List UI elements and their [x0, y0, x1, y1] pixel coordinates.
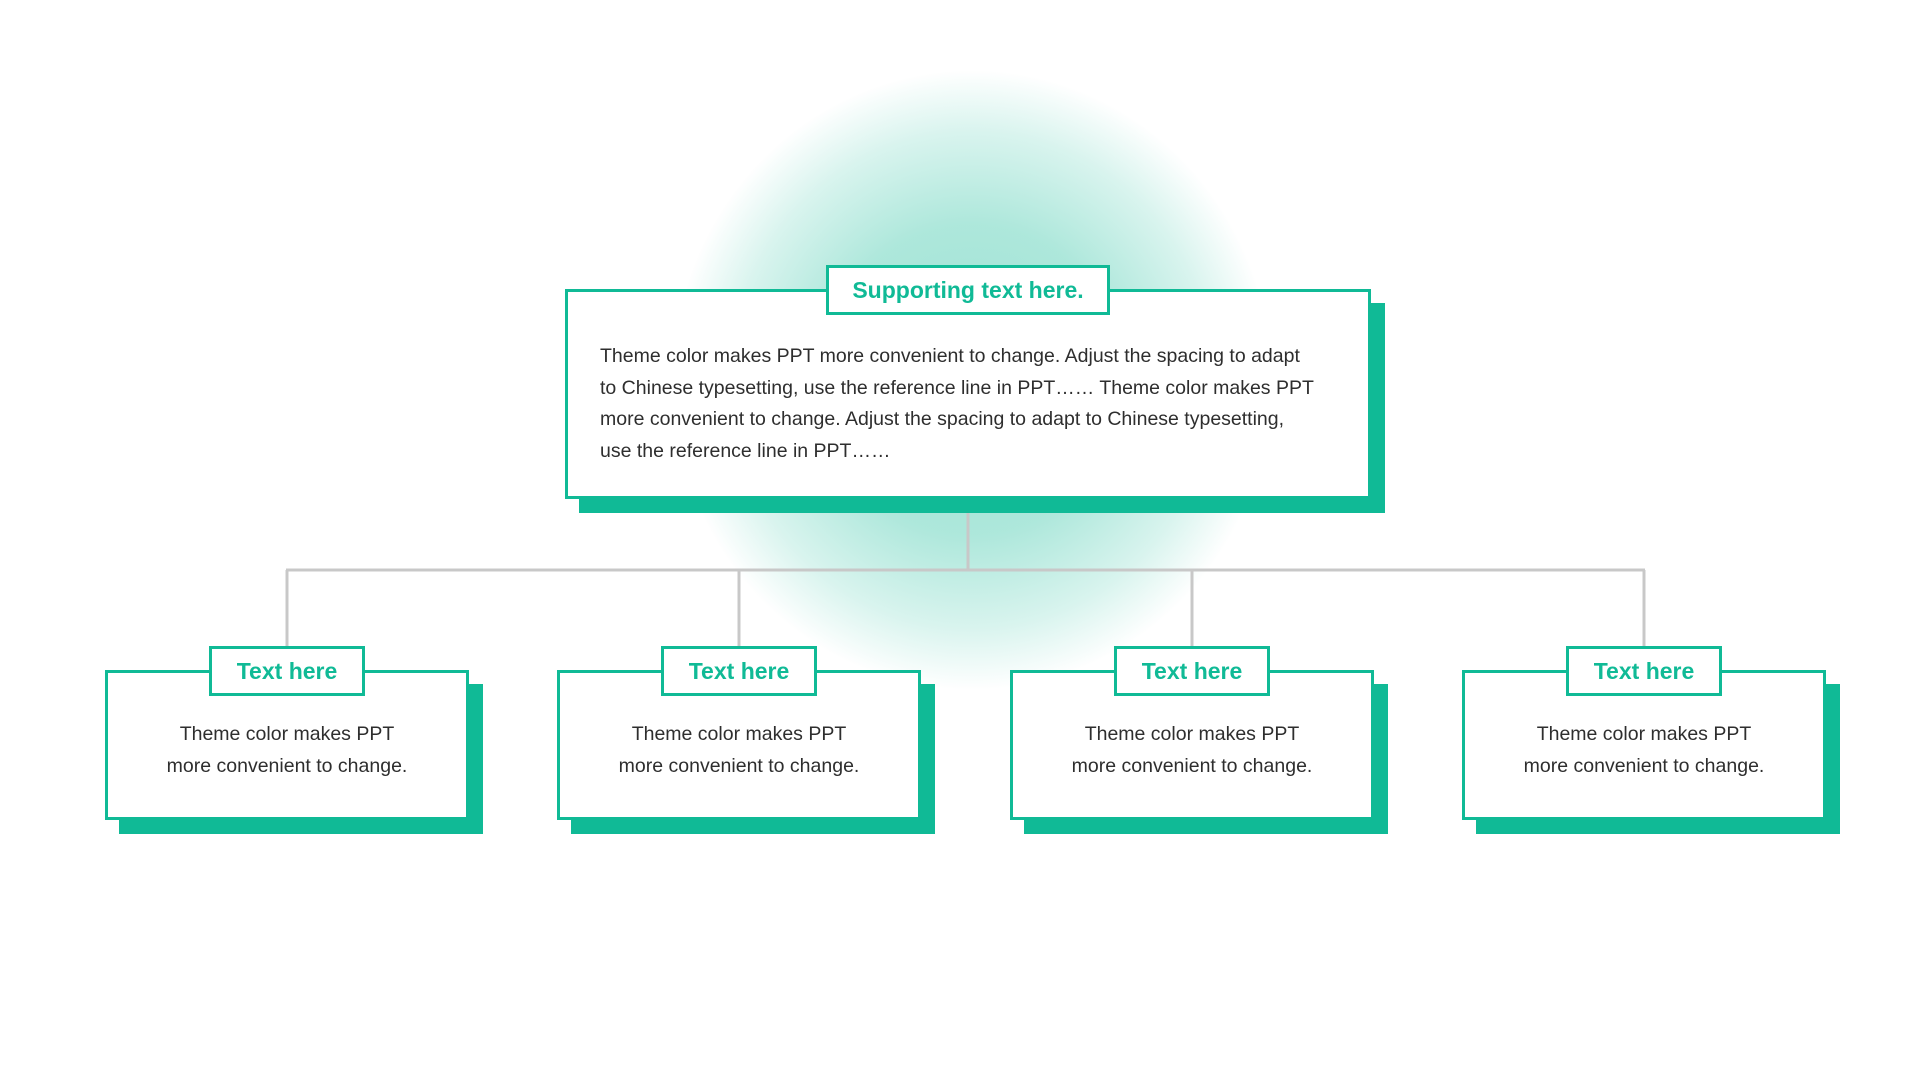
child-card-line-2: more convenient to change.	[1071, 755, 1313, 777]
child-card-title: Text here	[1566, 646, 1722, 696]
main-card-line-3: more convenient to change. Adjust the sp…	[600, 408, 1285, 430]
child-card-title: Text here	[661, 646, 817, 696]
child-card-3: Text here Theme color makes PPT more con…	[1010, 646, 1388, 834]
main-card-frame	[565, 289, 1371, 499]
child-card-body: Theme color makes PPT more convenient to…	[1010, 718, 1374, 782]
child-card-body: Theme color makes PPT more convenient to…	[1462, 718, 1826, 782]
child-card-line-1: Theme color makes PPT	[1084, 723, 1300, 745]
child-card-body: Theme color makes PPT more convenient to…	[105, 718, 469, 782]
child-card-line-2: more convenient to change.	[618, 755, 860, 777]
child-card-frame	[557, 670, 921, 820]
main-card: Supporting text here. Theme color makes …	[565, 265, 1385, 513]
child-card-4: Text here Theme color makes PPT more con…	[1462, 646, 1840, 834]
main-card-line-4: use the reference line in PPT……	[600, 439, 891, 462]
child-card-title: Text here	[209, 646, 365, 696]
child-card-body: Theme color makes PPT more convenient to…	[557, 718, 921, 782]
child-card-line-2: more convenient to change.	[166, 755, 408, 777]
child-card-title: Text here	[1114, 646, 1270, 696]
child-card-line-2: more convenient to change.	[1523, 755, 1765, 777]
child-card-2: Text here Theme color makes PPT more con…	[557, 646, 935, 834]
child-card-line-1: Theme color makes PPT	[179, 723, 395, 745]
main-card-line-2: to Chinese typesetting, use the referenc…	[600, 376, 1314, 399]
child-card-line-1: Theme color makes PPT	[631, 723, 847, 745]
main-card-body: Theme color makes PPT more convenient to…	[600, 341, 1341, 467]
main-card-line-1: Theme color makes PPT more convenient to…	[600, 345, 1300, 367]
child-card-line-1: Theme color makes PPT	[1536, 723, 1752, 745]
main-card-title: Supporting text here.	[826, 265, 1110, 315]
child-card-1: Text here Theme color makes PPT more con…	[105, 646, 483, 834]
